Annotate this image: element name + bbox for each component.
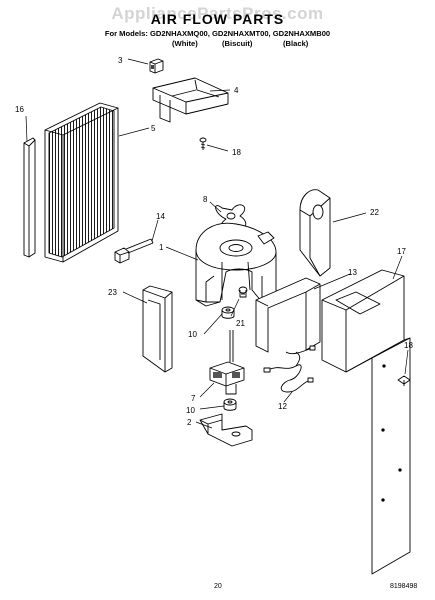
- part-8-fan-blade: [215, 204, 247, 229]
- part-14-plug: [114, 238, 154, 264]
- part-7-motor: [209, 330, 245, 395]
- callout-2: 2: [187, 418, 192, 427]
- callout-18: 18: [404, 341, 413, 350]
- callout-4: 4: [234, 86, 239, 95]
- color-biscuit: (Biscuit): [222, 39, 253, 48]
- part-13-gasket-frame: [255, 277, 321, 353]
- watermark: AppliancePartsPros.com: [111, 4, 324, 23]
- callout-10: 10: [186, 406, 195, 415]
- part-16-gasket-strip: [23, 137, 36, 258]
- callout-7: 7: [191, 394, 196, 403]
- callout-13: 13: [348, 268, 357, 277]
- part-1-fan-shroud: [195, 222, 277, 307]
- part-10-grommet-lower: [223, 398, 237, 411]
- page-title: AIR FLOW PARTS: [150, 11, 285, 27]
- callout-10: 10: [188, 330, 197, 339]
- callout-1: 1: [159, 243, 164, 252]
- part-10-grommet-upper: [221, 306, 235, 319]
- part-2-motor-bracket: [199, 413, 253, 447]
- part-22-cover: [299, 189, 331, 277]
- callout-8: 8: [203, 195, 208, 204]
- leader-lines: [25, 58, 409, 429]
- page-number: 20: [214, 583, 222, 590]
- part-18-screw-right: [397, 375, 411, 386]
- callout-3: 3: [118, 56, 123, 65]
- models-line: For Models: GD2NHAXMQ00, GD2NHAXMT00, GD…: [104, 29, 331, 38]
- part-5-grille: [44, 102, 119, 263]
- part-17-duct-panel: [321, 269, 411, 575]
- callout-14: 14: [156, 212, 165, 221]
- callout-labels: 3 4 16 5 18 8 14 22 1 17 13 23 21 10 18 …: [15, 56, 413, 427]
- callout-12: 12: [278, 402, 287, 411]
- color-black: (Black): [283, 39, 309, 48]
- color-white: (White): [172, 39, 198, 48]
- part-21-screw: [238, 286, 248, 298]
- callout-21: 21: [236, 319, 245, 328]
- callout-16: 16: [15, 105, 24, 114]
- callout-23: 23: [108, 288, 117, 297]
- callout-5: 5: [151, 124, 156, 133]
- part-3-clip: [149, 58, 164, 74]
- part-18-screw-top: [199, 137, 207, 150]
- part-12-wire-harness: [263, 345, 316, 393]
- callout-17: 17: [397, 247, 406, 256]
- document-number: 8198498: [390, 583, 418, 590]
- callout-18: 18: [232, 148, 241, 157]
- callout-22: 22: [370, 208, 379, 217]
- part-23-side-panel: [142, 285, 173, 373]
- part-4-damper-housing: [152, 77, 229, 123]
